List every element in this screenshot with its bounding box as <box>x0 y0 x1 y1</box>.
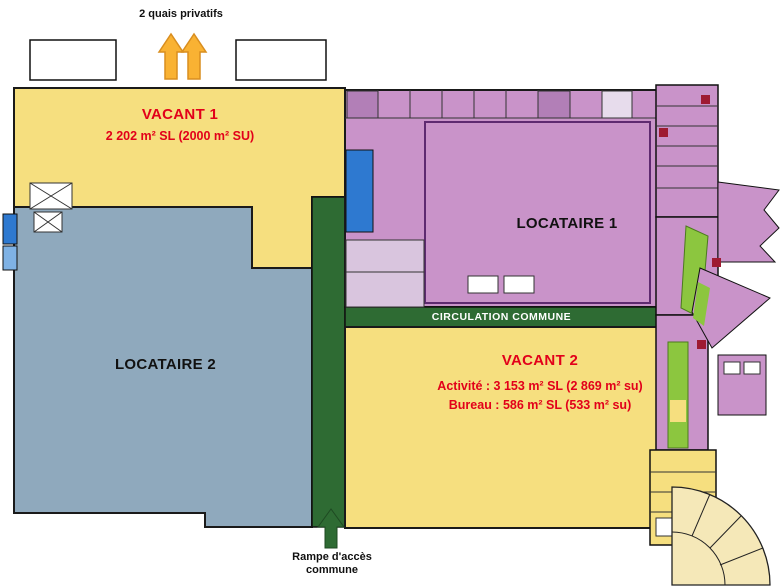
locataire1-top-rooms <box>345 90 658 119</box>
quai-dock-left <box>29 39 117 81</box>
zone-locataire2-title: LOCATAIRE 2 <box>114 356 217 373</box>
zone-vacant2-bureau: Bureau : 586 m² SL (533 m² su) <box>448 398 632 412</box>
locataire1-inner-hall <box>424 121 651 304</box>
right-wing <box>649 84 780 586</box>
locataire1-dock-block <box>345 149 374 233</box>
zone-vacant1-title: VACANT 1 <box>141 106 219 123</box>
ramp-label-line1: Rampe d'accès <box>292 551 372 563</box>
corridor-vertical <box>311 196 346 528</box>
yellow-patch <box>670 400 686 422</box>
stairs-equipment-blocks <box>29 182 73 233</box>
zone-vacant2-title: VACANT 2 <box>501 352 579 369</box>
quai-dock-right <box>235 39 327 81</box>
zone-vacant2-activite: Activité : 3 153 m² SL (2 869 m² su) <box>437 379 643 393</box>
ramp-label-line2: commune <box>306 563 358 576</box>
door-marker <box>659 128 668 137</box>
circulation-commune-label: CIRCULATION COMMUNE <box>431 311 572 323</box>
green-stair-strip <box>667 341 689 449</box>
west-door-block-2 <box>2 245 18 271</box>
green-link-small <box>693 282 710 326</box>
east-diamond-rooms <box>691 267 771 349</box>
door-marker <box>701 95 710 104</box>
zone-locataire1-title: LOCATAIRE 1 <box>516 215 618 232</box>
east-jagged-rooms <box>717 181 780 263</box>
door-marker <box>697 340 706 349</box>
door-marker <box>712 258 721 267</box>
quai-arrow-icon <box>180 32 208 80</box>
zone-vacant1-area: 2 202 m² SL (2000 m² SU) <box>105 129 255 143</box>
quai-arrow-icon <box>157 32 185 80</box>
west-door-block <box>2 213 18 245</box>
zone-vacant2 <box>344 326 659 529</box>
quais-label: 2 quais privatifs <box>139 8 223 20</box>
locataire1-side-rooms <box>345 239 535 308</box>
ramp-arrow-icon <box>317 508 345 549</box>
quai-docks <box>29 32 327 81</box>
ramp-label: Rampe d'accès commune <box>268 551 396 576</box>
